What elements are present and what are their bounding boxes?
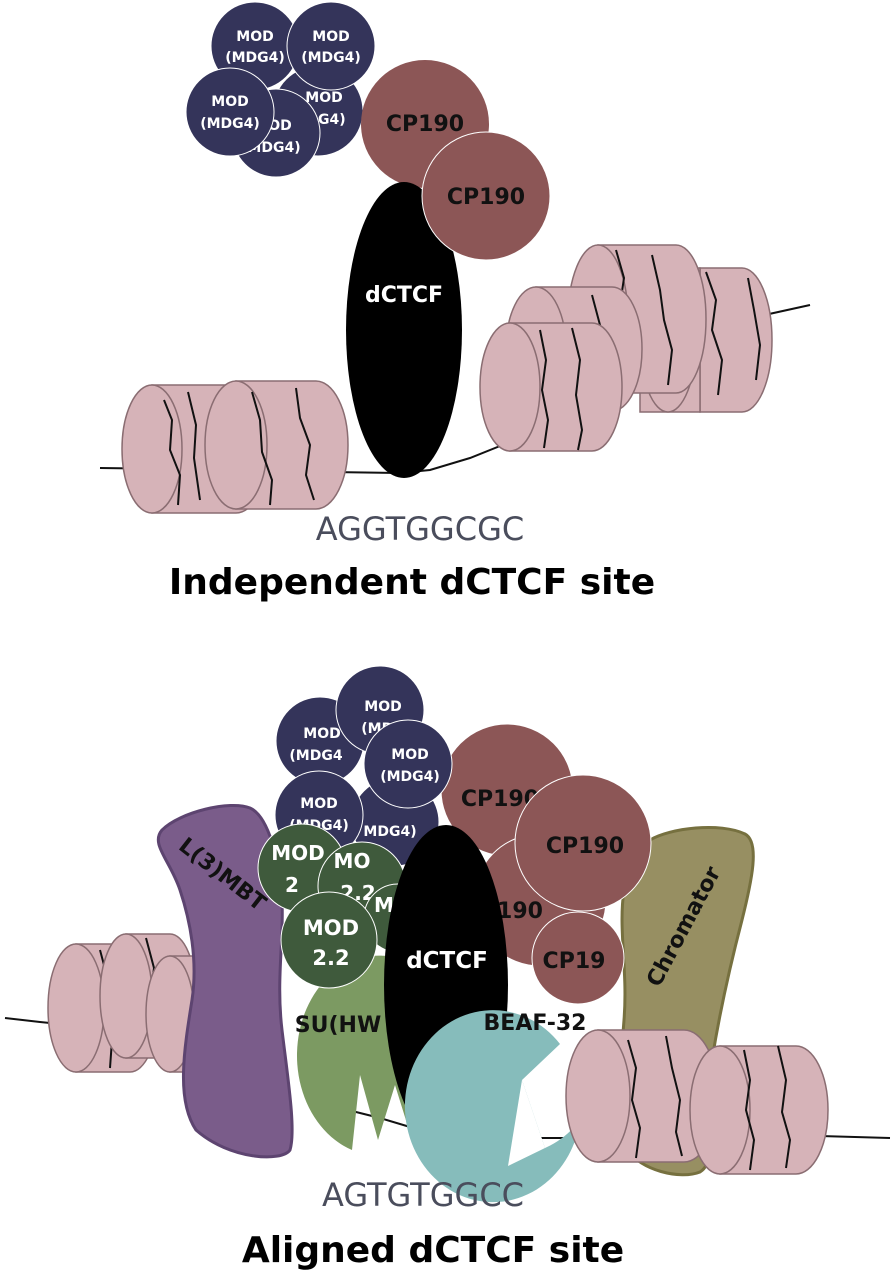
svg-text:CP190: CP190 <box>386 112 464 137</box>
bottom-mod22-front: MOD 2.2 <box>280 891 378 989</box>
svg-text:MOD: MOD <box>303 726 340 742</box>
svg-text:MOD: MOD <box>211 94 248 110</box>
svg-text:MOD: MOD <box>236 29 273 45</box>
top-nucleosome-left-2 <box>204 380 349 510</box>
svg-text:190: 190 <box>497 899 543 924</box>
svg-text:2: 2 <box>285 873 299 897</box>
svg-text:MOD: MOD <box>391 747 428 763</box>
top-nucleosome-right-front <box>479 322 623 452</box>
svg-text:M: M <box>374 893 394 917</box>
top-mod-mdg4-cluster: MOD DG4) OD MDG4) MOD (MDG4) MOD (MDG4) … <box>185 1 376 178</box>
svg-text:OD: OD <box>268 118 292 134</box>
svg-text:CP190: CP190 <box>546 834 624 859</box>
svg-text:MDG4): MDG4) <box>363 824 416 840</box>
svg-text:(MDG4): (MDG4) <box>225 50 285 66</box>
svg-text:MOD: MOD <box>271 841 325 865</box>
bottom-cp190-back-3: CP19 <box>531 911 625 1005</box>
bottom-beaf32: BEAF-32 <box>404 1010 587 1203</box>
bottom-cp190-cluster: CP190 190 CP19 CP190 <box>440 723 652 1005</box>
svg-text:MOD: MOD <box>303 916 359 940</box>
bottom-nucleosome-right-2 <box>689 1045 829 1175</box>
svg-text:SU(HW: SU(HW <box>295 1013 381 1038</box>
svg-text:MOD: MOD <box>312 29 349 45</box>
svg-text:CP19: CP19 <box>543 949 606 974</box>
svg-text:(MDG4): (MDG4) <box>380 769 440 785</box>
bottom-nucleosome-right-1 <box>565 1029 719 1163</box>
svg-text:BEAF-32: BEAF-32 <box>484 1011 587 1036</box>
top-cp190-lower: CP190 <box>421 131 551 261</box>
svg-text:CP190: CP190 <box>447 185 525 210</box>
bottom-panel: L(3)MBT Chromator CP190 190 CP19 CP190 <box>4 665 891 1271</box>
top-mod-mdg4-top-right: MOD (MDG4) <box>286 1 376 91</box>
svg-text:(MDG4: (MDG4 <box>289 748 342 764</box>
svg-text:(MDG4): (MDG4) <box>200 116 260 132</box>
svg-text:dCTCF: dCTCF <box>365 283 443 308</box>
svg-text:dCTCF: dCTCF <box>406 948 488 974</box>
bottom-mod-mdg4-right: MOD (MDG4) <box>363 719 453 809</box>
bottom-sequence: AGTGTGGCC <box>322 1176 524 1214</box>
top-mod-mdg4-front-left: MOD (MDG4) <box>185 67 275 157</box>
svg-text:MOD: MOD <box>305 90 342 106</box>
svg-text:MO: MO <box>334 849 371 873</box>
top-dctcf: dCTCF <box>346 182 462 478</box>
bottom-l3mbt: L(3)MBT <box>156 803 294 1159</box>
svg-text:MOD: MOD <box>364 699 401 715</box>
svg-text:2.2: 2.2 <box>312 946 349 970</box>
bottom-cp190-front: CP190 <box>514 774 652 912</box>
svg-text:MOD: MOD <box>300 796 337 812</box>
top-panel: MOD DG4) OD MDG4) MOD (MDG4) MOD (MDG4) … <box>99 1 811 603</box>
top-sequence: AGGTGGCGC <box>316 510 524 548</box>
bottom-caption: Aligned dCTCF site <box>242 1230 624 1271</box>
svg-text:(MDG4): (MDG4) <box>301 50 361 66</box>
top-caption: Independent dCTCF site <box>169 562 655 603</box>
